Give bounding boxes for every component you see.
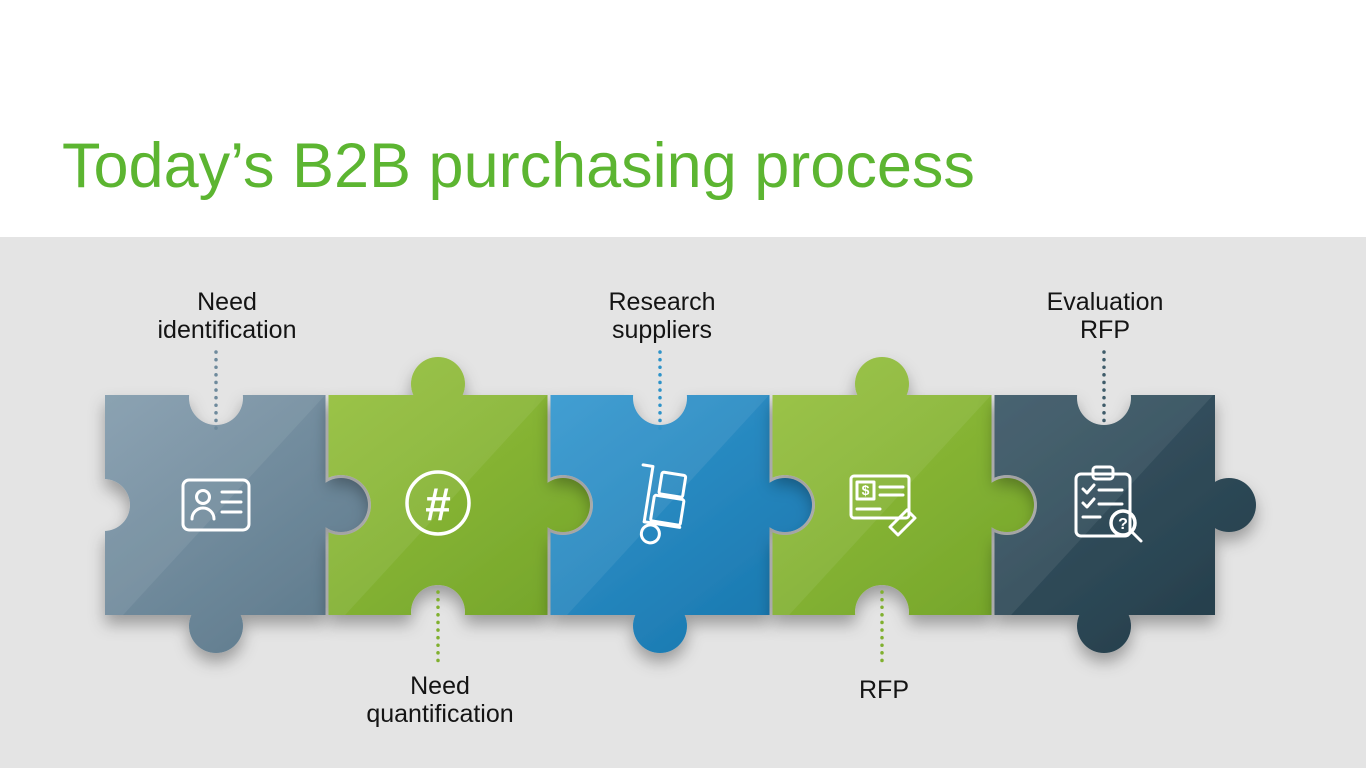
puzzle-piece-evaluation-rfp: ? bbox=[933, 330, 1273, 700]
label-line: identification bbox=[157, 316, 297, 344]
label-line: RFP bbox=[859, 676, 909, 704]
label-line: RFP bbox=[1080, 316, 1130, 344]
label-need-identification: Need identification bbox=[158, 288, 297, 344]
svg-text:?: ? bbox=[1118, 516, 1128, 533]
slide-title: Today’s B2B purchasing process bbox=[62, 131, 975, 201]
clipboard-search-icon: ? bbox=[1074, 465, 1143, 543]
label-line: Need bbox=[197, 288, 257, 316]
label-rfp: RFP bbox=[859, 676, 909, 704]
label-line: quantification bbox=[366, 700, 514, 728]
hand-truck-icon bbox=[639, 463, 688, 545]
label-need-quantification: Need quantification bbox=[366, 672, 513, 728]
svg-text:$: $ bbox=[862, 482, 870, 498]
svg-text:#: # bbox=[425, 478, 451, 530]
label-line: Need bbox=[410, 672, 470, 700]
label-line: Research bbox=[608, 288, 716, 316]
id-card-icon bbox=[181, 478, 251, 532]
label-line: suppliers bbox=[611, 316, 713, 344]
check-signing-icon: $ bbox=[849, 474, 917, 537]
label-line: Evaluation bbox=[1046, 288, 1164, 316]
label-evaluation-rfp: Evaluation RFP bbox=[1047, 288, 1164, 344]
label-research-suppliers: Research suppliers bbox=[609, 288, 716, 344]
number-icon: # bbox=[405, 470, 471, 536]
